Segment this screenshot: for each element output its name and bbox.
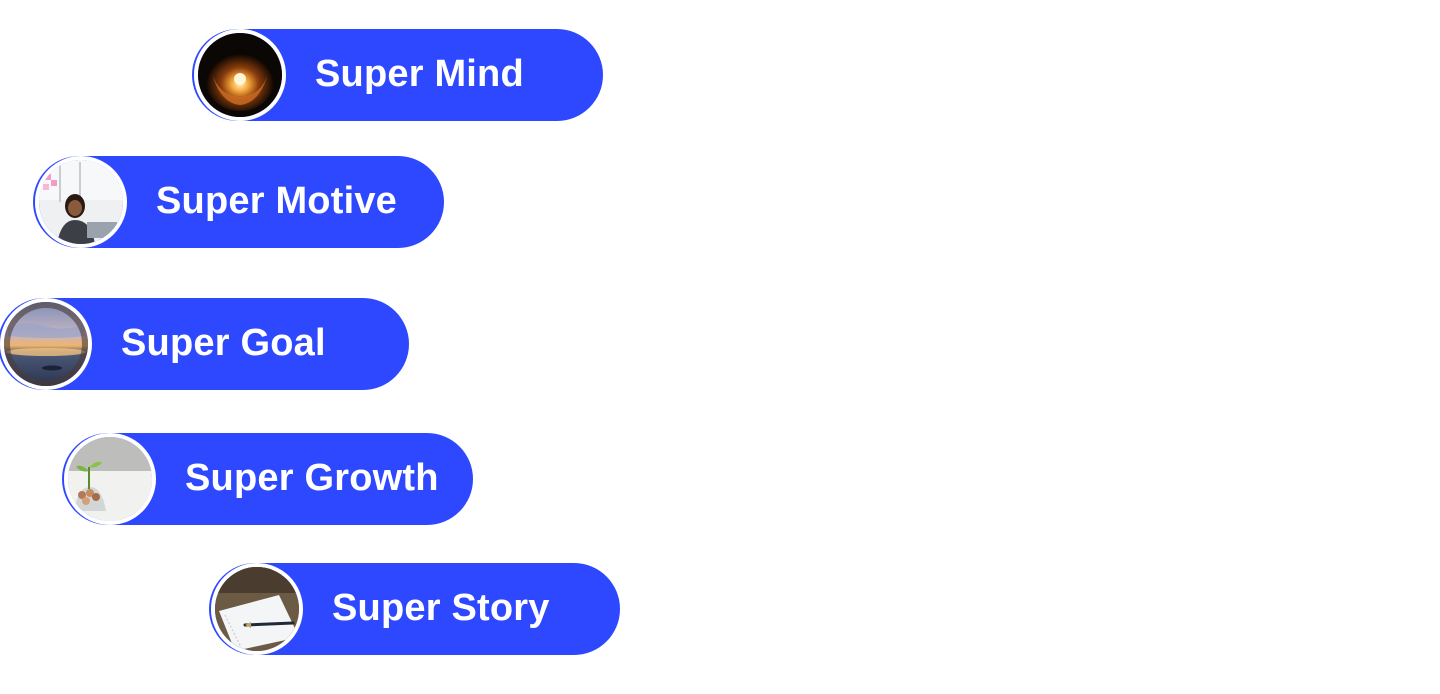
woman-laptop-image <box>35 156 127 248</box>
super-mind-label: Super Mind <box>315 53 524 95</box>
super-motive-label: Super Motive <box>156 180 397 222</box>
super-goal-button[interactable]: Super Goal <box>0 298 409 390</box>
super-goal-label: Super Goal <box>121 322 326 364</box>
super-growth-label: Super Growth <box>185 457 439 499</box>
super-motive-button[interactable]: Super Motive <box>35 156 444 248</box>
super-story-label: Super Story <box>332 587 550 629</box>
super-mind-button[interactable]: Super Mind <box>194 29 603 121</box>
sunset-water-image <box>0 298 92 390</box>
lightbulb-hands-image <box>194 29 286 121</box>
notebook-pen-image <box>211 563 303 655</box>
super-growth-button[interactable]: Super Growth <box>64 433 473 525</box>
super-story-button[interactable]: Super Story <box>211 563 620 655</box>
plant-coins-image <box>64 433 156 525</box>
